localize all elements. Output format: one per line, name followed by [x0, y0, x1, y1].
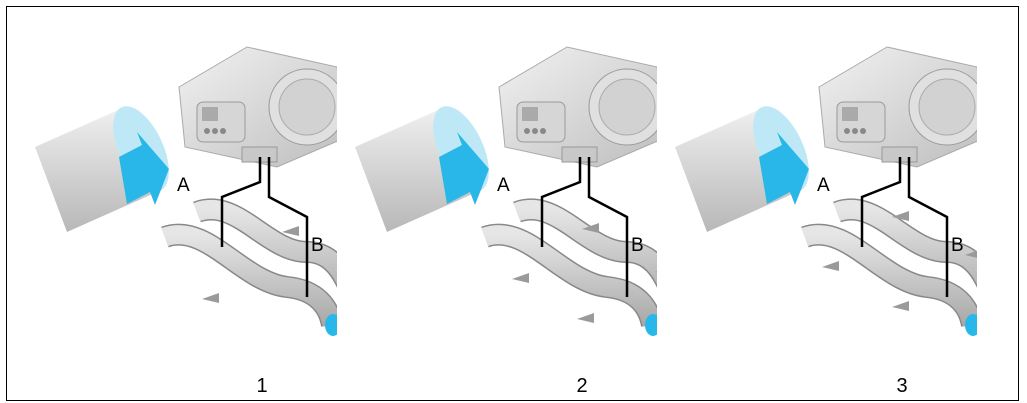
coriolis-force-marker-icon: [202, 226, 299, 303]
flow-arrow-icon: [119, 132, 169, 205]
panel-1: A B 1: [7, 7, 337, 402]
measuring-tube-icon: [161, 198, 337, 336]
measuring-tube-icon: [481, 198, 657, 336]
panel-number: 1: [256, 375, 268, 397]
flowmeter-illustration: [675, 46, 977, 336]
flow-arrow-icon: [759, 132, 809, 205]
sensor-wires: [540, 157, 629, 297]
panel-3: A B 3: [647, 7, 977, 402]
sensor-label-b: B: [951, 235, 964, 256]
sensor-wires: [220, 157, 309, 297]
sensor-wires: [860, 157, 949, 297]
flowmeter-illustration: [355, 46, 657, 336]
transmitter-housing-icon: [498, 46, 657, 168]
flowmeter-illustration: [35, 46, 337, 336]
coriolis-force-marker-icon: [822, 211, 977, 311]
coriolis-force-marker-icon: [512, 223, 657, 323]
transmitter-housing-icon: [818, 46, 977, 168]
measuring-tube-icon: [801, 198, 977, 336]
diagram-frame: A B 1: [6, 6, 1019, 401]
sensor-label-a: A: [177, 175, 190, 196]
sensor-label-a: A: [817, 175, 830, 196]
panel-2: A B 2: [327, 7, 657, 402]
panel-number: 2: [576, 375, 588, 397]
transmitter-housing-icon: [178, 46, 337, 168]
sensor-label-b: B: [631, 235, 644, 256]
flow-arrow-icon: [439, 132, 489, 205]
sensor-label-b: B: [311, 235, 324, 256]
panel-number: 3: [896, 375, 908, 397]
sensor-label-a: A: [497, 175, 510, 196]
